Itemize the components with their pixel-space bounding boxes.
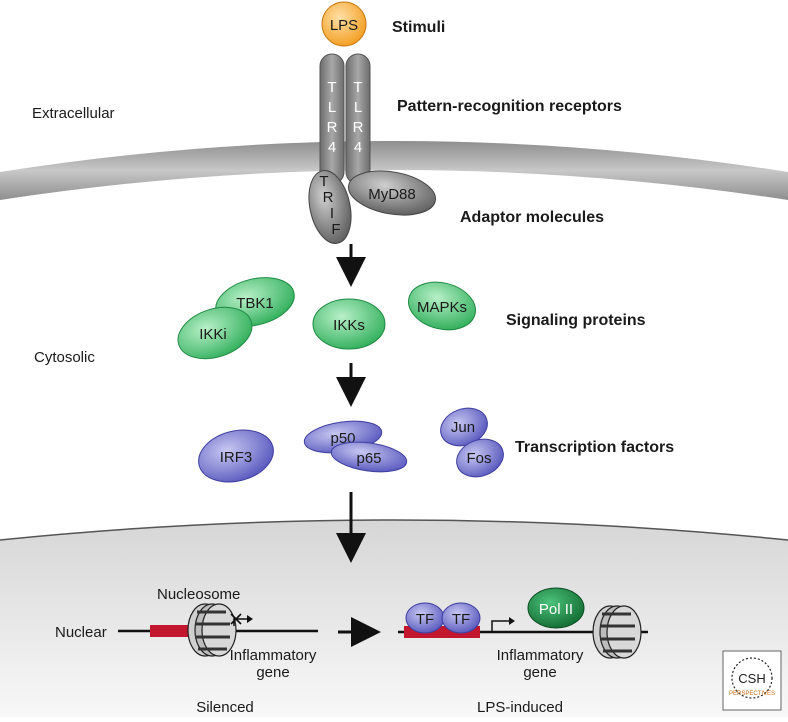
tlr4-receptor-left: T L R 4 (319, 53, 345, 185)
gene-right-line2: gene (523, 664, 556, 681)
tlr4-receptor-right: T L R 4 (345, 53, 371, 185)
pol2-enzyme: Pol II (527, 587, 585, 629)
svg-text:T: T (353, 79, 362, 96)
svg-text:4: 4 (354, 139, 362, 156)
ikks-protein: IKKs (312, 298, 386, 350)
irf3-factor: IRF3 (198, 429, 274, 483)
svg-text:L: L (328, 99, 336, 116)
svg-text:Pol II: Pol II (539, 601, 573, 618)
svg-text:T: T (319, 173, 328, 190)
svg-text:TF: TF (416, 611, 434, 628)
svg-text:L: L (354, 99, 362, 116)
gene-left-line1: Inflammatory (230, 647, 317, 664)
jun-factor: Jun (440, 407, 488, 447)
gene-left-line2: gene (256, 664, 289, 681)
svg-text:TBK1: TBK1 (236, 295, 274, 312)
gene-right-line1: Inflammatory (497, 647, 584, 664)
svg-text:4: 4 (328, 139, 336, 156)
adaptors-label: Adaptor molecules (460, 209, 604, 226)
nucleosome-right (592, 605, 642, 659)
transcription-label: Transcription factors (515, 439, 674, 456)
svg-text:PERSPECTIVES: PERSPECTIVES (729, 691, 775, 697)
induced-label: LPS-induced (477, 699, 563, 716)
svg-text:p65: p65 (356, 450, 381, 467)
fos-factor: Fos (456, 438, 504, 478)
stimuli-label: Stimuli (392, 19, 445, 36)
svg-text:IRF3: IRF3 (220, 449, 253, 466)
nucleus-region (0, 520, 788, 717)
receptors-label: Pattern-recognition receptors (397, 98, 622, 115)
p65-factor: p65 (330, 441, 408, 473)
svg-text:I: I (330, 205, 334, 222)
blocked-transcription-icon (230, 613, 253, 626)
svg-text:IKKs: IKKs (333, 317, 365, 334)
nucleosome-left (187, 603, 237, 657)
nuclear-envelope (0, 519, 788, 541)
tf-bound-2: TF (441, 602, 481, 634)
ikki-protein: IKKi (177, 306, 253, 360)
svg-text:T: T (327, 79, 336, 96)
svg-text:MyD88: MyD88 (368, 186, 416, 203)
silenced-label: Silenced (196, 699, 254, 716)
svg-text:R: R (327, 119, 338, 136)
svg-text:R: R (323, 189, 334, 206)
region-extracellular: Extracellular (32, 105, 115, 122)
svg-text:CSH: CSH (738, 671, 765, 686)
signaling-label: Signaling proteins (506, 312, 646, 329)
svg-text:IKKi: IKKi (199, 326, 227, 343)
svg-text:Jun: Jun (451, 419, 475, 436)
tf-bound-1: TF (405, 602, 445, 634)
svg-text:Fos: Fos (466, 450, 491, 467)
svg-text:TF: TF (452, 611, 470, 628)
lps-ligand: LPS (321, 1, 367, 47)
regulatory-element-left (150, 625, 194, 637)
myd88-adaptor: MyD88 (348, 170, 436, 216)
svg-text:F: F (331, 221, 340, 238)
transcription-start-icon (491, 617, 515, 632)
nucleosome-label: Nucleosome (157, 586, 240, 603)
trif-adaptor: T R I F (308, 170, 352, 244)
svg-text:MAPKs: MAPKs (417, 299, 467, 316)
plasma-membrane (0, 141, 788, 200)
region-cytosolic: Cytosolic (34, 349, 95, 366)
region-nuclear: Nuclear (55, 624, 107, 641)
csh-perspectives-logo: CSH PERSPECTIVES (722, 650, 782, 711)
svg-text:LPS: LPS (330, 17, 358, 34)
svg-text:R: R (353, 119, 364, 136)
mapks-protein: MAPKs (408, 281, 476, 331)
